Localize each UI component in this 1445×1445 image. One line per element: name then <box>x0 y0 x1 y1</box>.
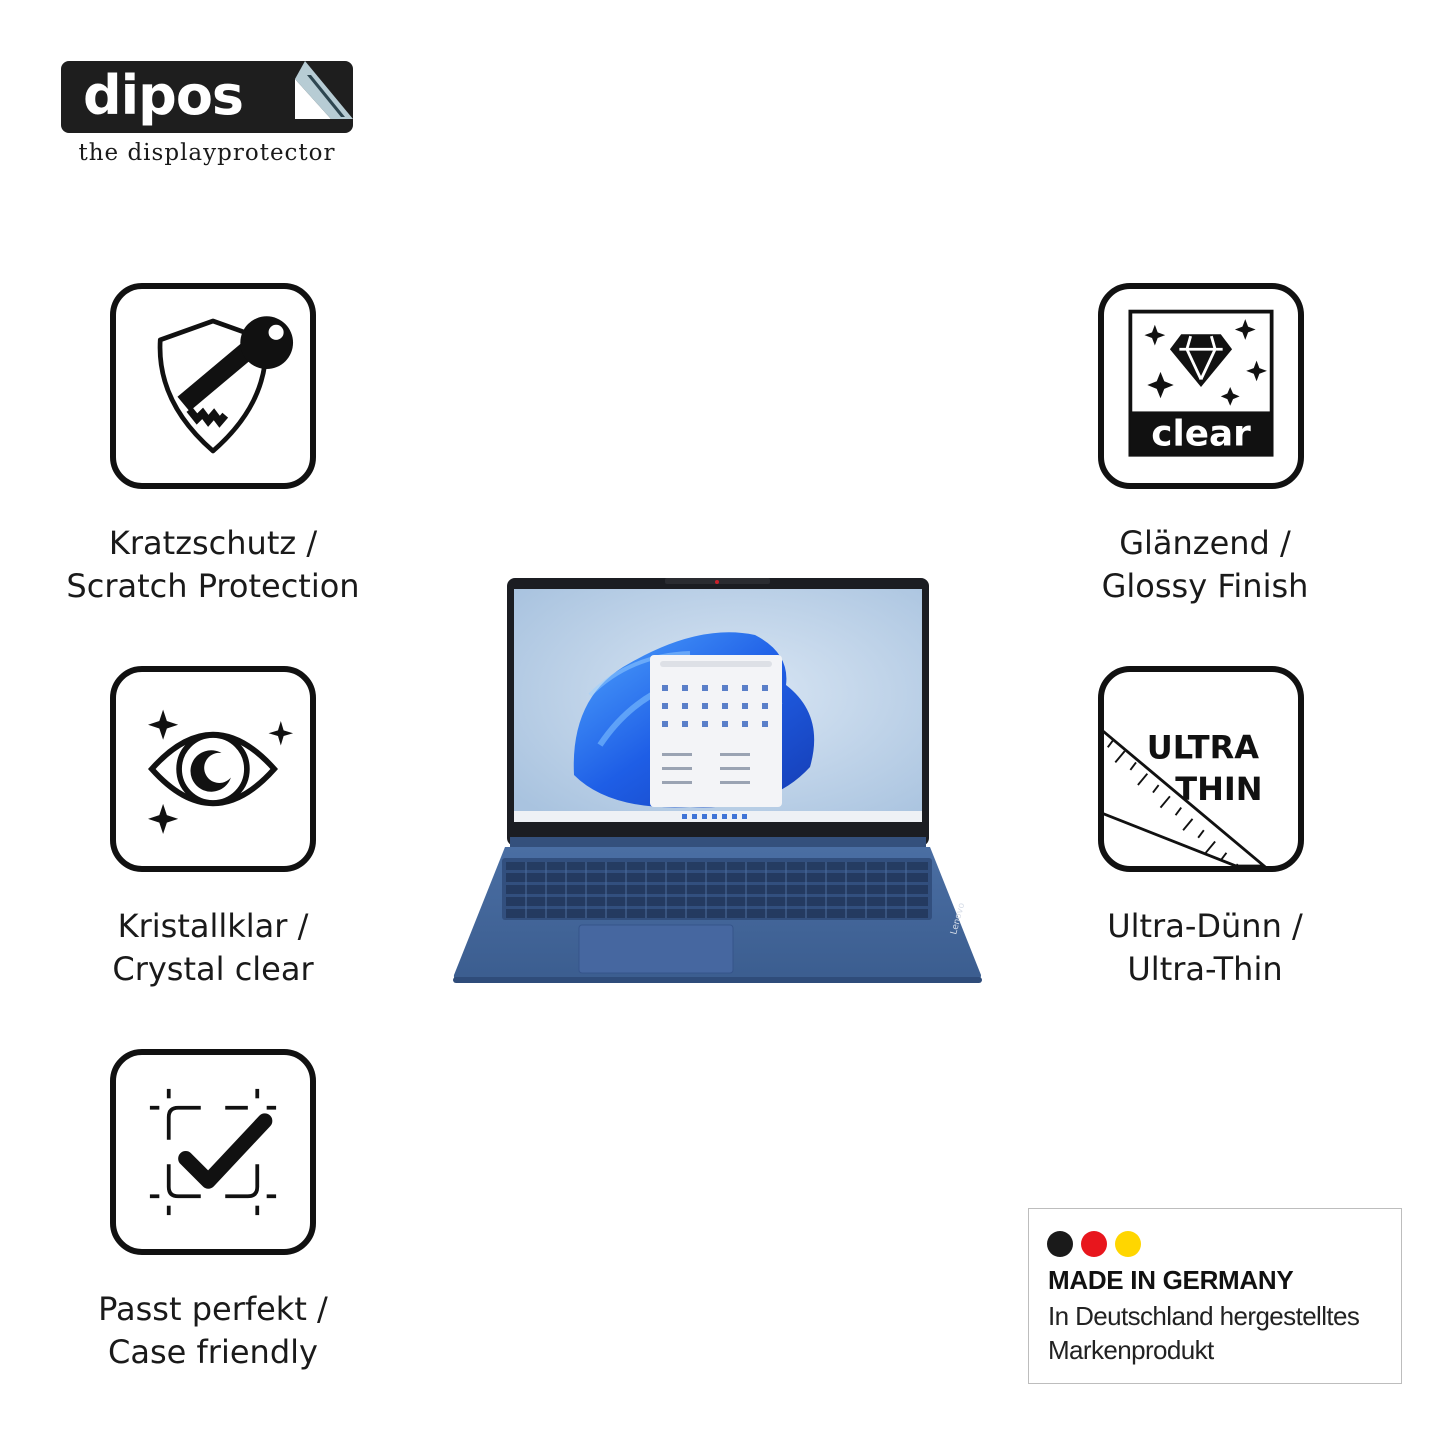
feature-caption-glossy: Glänzend / Glossy Finish <box>1101 524 1309 605</box>
logo-fold-icon <box>295 61 353 119</box>
flag-dot-red <box>1081 1231 1108 1257</box>
feature-caption-scratch: Kratzschutz / Scratch Protection <box>66 524 360 605</box>
logo-tagline: the displayprotector <box>78 140 336 166</box>
glossy-finish-icon-box: clear <box>1098 283 1304 489</box>
case-friendly-icon-box <box>110 1049 316 1255</box>
feature-caption-ultrathin: Ultra-Dünn / Ultra-Thin <box>1107 907 1303 988</box>
flag-dot-gold <box>1115 1231 1142 1257</box>
crystal-clear-icon-box <box>110 666 316 872</box>
german-flag-dots-icon <box>1047 1231 1144 1257</box>
ultra-thin-icon-box: ULTRA THIN <box>1098 666 1304 872</box>
made-in-germany-subtitle: In Deutschland hergestelltes Markenprodu… <box>1048 1301 1360 1365</box>
made-in-germany-title: MADE IN GERMANY <box>1048 1265 1294 1295</box>
dipos-logo: dipos <box>61 61 353 133</box>
ultra-badge-text: ULTRA <box>1147 729 1260 767</box>
eye-sparkle-icon <box>148 709 294 834</box>
feature-caption-crystal: Kristallklar / Crystal clear <box>112 907 314 988</box>
shield-key-icon <box>157 316 294 454</box>
flag-dot-black <box>1047 1231 1073 1257</box>
laptop-product-image: Lenovo <box>453 578 982 983</box>
diamond-clear-icon: clear <box>1128 309 1274 457</box>
clear-badge-text: clear <box>1151 413 1251 454</box>
thin-badge-text: THIN <box>1175 770 1262 808</box>
ruler-ultra-thin-icon: ULTRA THIN <box>1104 729 1267 866</box>
scratch-protection-icon-box <box>110 283 316 489</box>
frame-check-icon <box>149 1088 277 1216</box>
made-in-germany-badge: MADE IN GERMANY In Deutschland hergestel… <box>1028 1208 1402 1384</box>
logo-wordmark: dipos <box>83 64 244 127</box>
feature-caption-case: Passt perfekt / Case friendly <box>98 1290 328 1371</box>
